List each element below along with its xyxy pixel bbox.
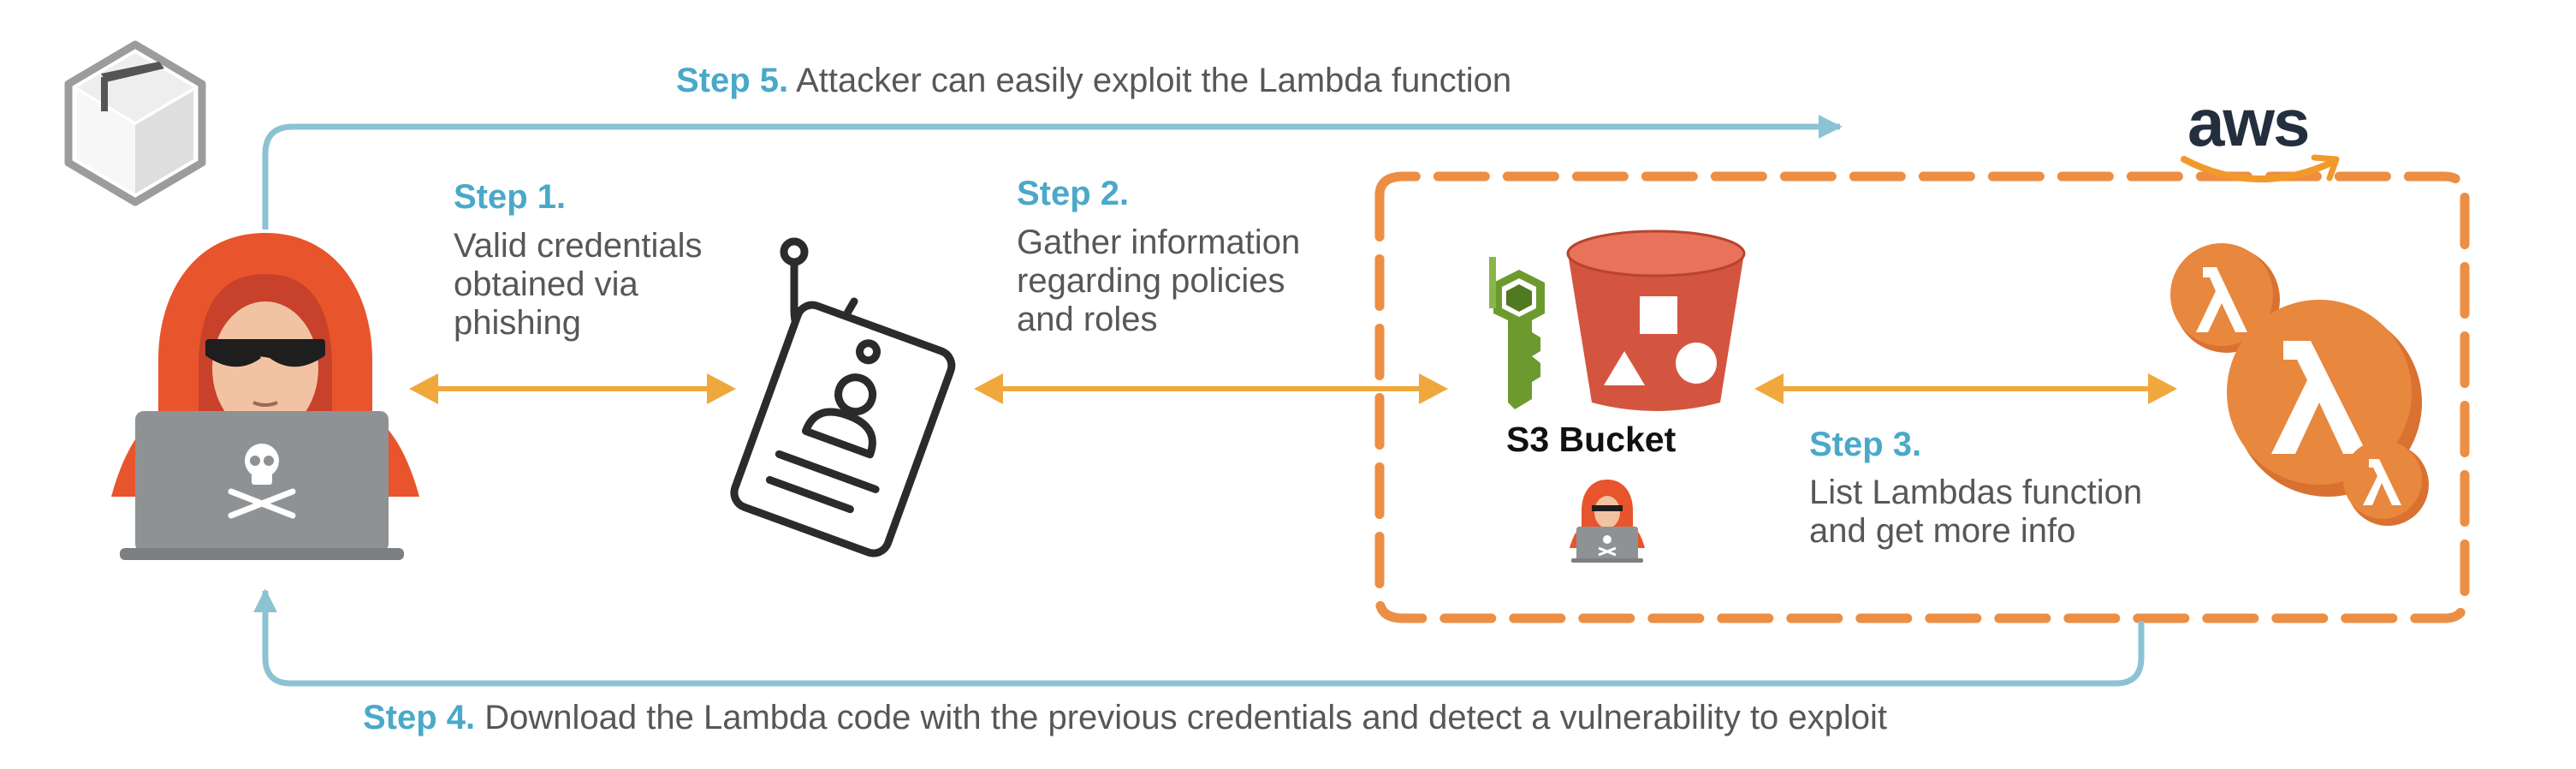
- hooded-hacker-icon: [111, 233, 419, 560]
- step-5-text: Attacker can easily exploit the Lambda f…: [788, 62, 1512, 99]
- step-1-line-3: phishing: [454, 304, 582, 342]
- step-3-line-1: List Lambdas function: [1809, 474, 2143, 511]
- phishing-hook-icon: [730, 237, 956, 557]
- step-5-label: Step 5.: [676, 62, 789, 99]
- double-arrow-1: [409, 373, 736, 404]
- aws-smile-logo: [2181, 154, 2340, 182]
- step-1-description: Valid credentials obtained via phishing: [454, 227, 703, 343]
- skull-crossbones-icon: [228, 444, 296, 519]
- step-4-text: Download the Lambda code with the previo…: [475, 699, 1888, 736]
- step-1-label: Step 1.: [454, 178, 567, 216]
- aws-cloud-boundary: [1374, 171, 2470, 623]
- double-arrow-2: [974, 373, 1448, 404]
- step-2-label: Step 2.: [1017, 175, 1130, 212]
- step-2-line-3: and roles: [1017, 301, 1158, 338]
- package-box-icon: [64, 40, 206, 206]
- step-3-label: Step 3.: [1809, 426, 1922, 463]
- double-arrow-3: [1754, 373, 2177, 404]
- s3-bucket-icon: [1566, 230, 1746, 411]
- aws-logo-text: aws: [2187, 85, 2310, 160]
- step-5-caption: Step 5. Attacker can easily exploit the …: [676, 62, 1511, 100]
- step-4-caption: Step 4. Download the Lambda code with th…: [363, 699, 1887, 737]
- step-1-line-2: obtained via: [454, 265, 638, 303]
- step-3-line-2: and get more info: [1809, 512, 2076, 550]
- step-5-arrow: [262, 115, 1843, 230]
- s3-bucket-label: S3 Bucket: [1506, 420, 1677, 459]
- step-4-arrow: [253, 588, 2145, 687]
- step-2-line-1: Gather information: [1017, 224, 1301, 261]
- step-3-description: List Lambdas function and get more info: [1809, 474, 2142, 551]
- small-hacker-icon: [1570, 480, 1645, 563]
- lambda-icon: [2170, 243, 2429, 526]
- step-1-line-1: Valid credentials: [454, 227, 703, 265]
- step-4-label: Step 4.: [363, 699, 476, 736]
- iam-key-icon: [1489, 257, 1545, 409]
- step-2-description: Gather information regarding policies an…: [1017, 224, 1300, 339]
- step-2-line-2: regarding policies: [1017, 262, 1285, 300]
